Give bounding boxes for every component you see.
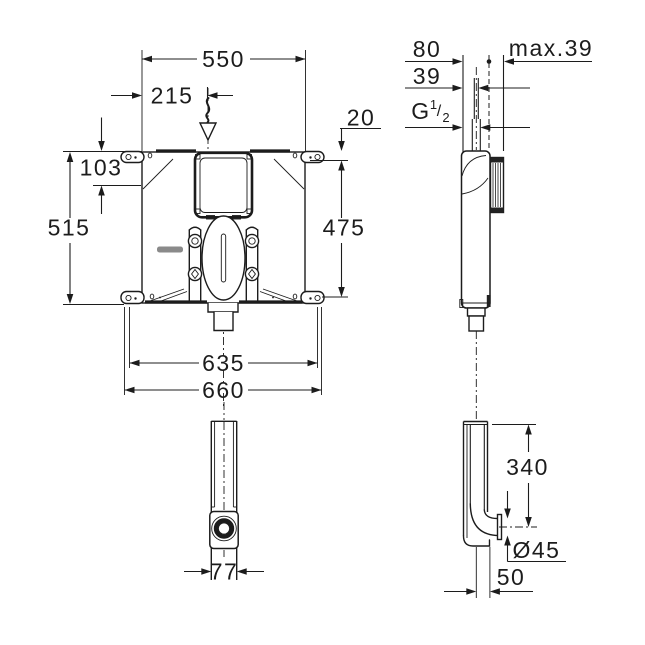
dim-103: 103 [80,117,123,214]
dim-diameter-45: Ø45 [504,491,566,563]
outlet-detail-view: 340 Ø45 50 [444,420,566,598]
thread-numerator-label: 1 [430,97,437,112]
dim-77-label: 77 [210,559,239,585]
mounting-bracket-top-left [120,150,145,164]
side-reference-lines [462,55,505,152]
mounting-bracket-bottom-left [120,290,145,305]
front-outlet-stub [207,302,239,332]
dim-515-label: 515 [48,215,91,241]
thread-g-label: G [411,98,430,124]
dim-20: 20 [338,105,381,171]
dim-50: 50 [444,547,533,598]
dim-340: 340 [492,424,549,527]
dim-50-label: 50 [497,564,526,590]
dim-103-label: 103 [80,155,123,181]
access-box [193,151,254,220]
thread-denominator-label: 2 [442,110,449,125]
dim-635-label: 635 [202,350,245,376]
dim-max39: max.39 [486,35,593,65]
dim-660-label: 660 [202,377,245,403]
dim-diameter-45-label: Ø45 [513,537,561,563]
dim-max39-label: max.39 [509,35,593,61]
dim-340-label: 340 [506,454,549,480]
mounting-rail-left [187,226,203,303]
dim-39: 39 [405,63,530,92]
dim-475-label: 475 [323,215,366,241]
bottom-profile-view: 77 [184,402,264,585]
dim-515: 515 [48,151,142,305]
mounting-bracket-bottom-right [300,290,325,305]
dim-215-label: 215 [151,83,194,109]
dim-215: 215 [111,83,233,109]
flush-valve-oval [201,215,246,301]
water-inlet-icon [198,97,218,142]
side-tank-body [459,150,505,420]
front-view: 550 215 20 475 [48,46,381,409]
mounting-rail-right [244,226,260,303]
side-view: 80 max.39 39 G 1 / 2 [405,35,593,420]
actuation-rod [157,246,183,253]
dim-77: 77 [184,559,264,585]
dim-635: 635 [129,307,318,376]
dim-550: 550 [141,46,306,151]
thread-slash-label: / [437,103,442,120]
dim-20-label: 20 [347,105,376,131]
dim-39-label: 39 [413,63,442,89]
dim-thread-g12: G 1 / 2 [405,97,530,131]
dim-80: 80 [405,36,463,65]
dim-550-label: 550 [202,46,245,72]
supply-pipe [471,78,481,151]
dim-80-label: 80 [413,36,442,62]
outlet-channel [462,420,537,547]
mounting-bracket-top-right [300,150,325,164]
profile-body [209,420,239,580]
dim-475: 475 [310,160,366,298]
dim-660: 660 [124,307,322,403]
